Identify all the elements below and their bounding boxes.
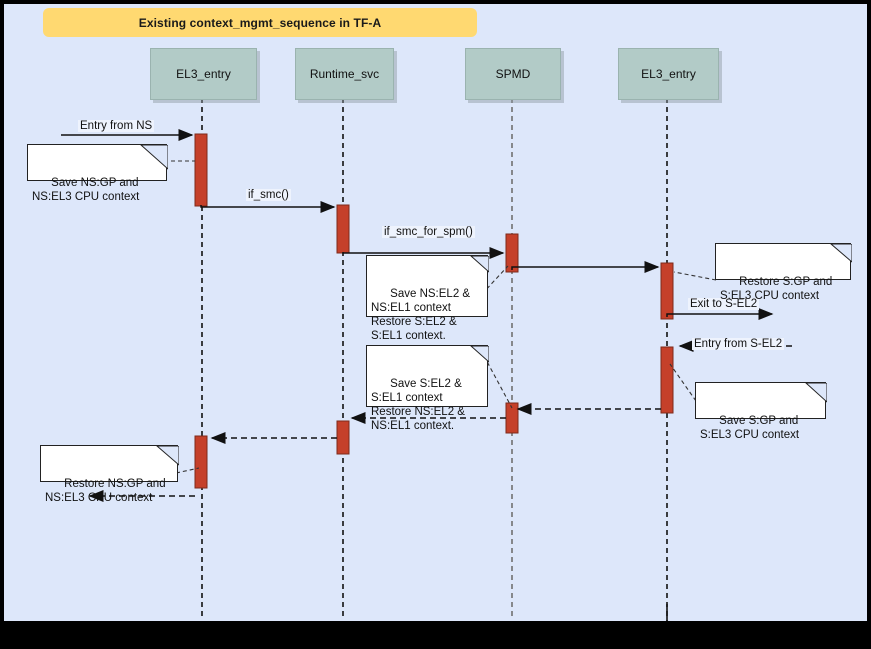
- solid-message-arrows: [61, 129, 774, 320]
- activation-el3-entry-1-a: [194, 133, 208, 207]
- note-connector-5: [669, 363, 697, 402]
- message-label-if-smc-for-spm: if_smc_for_spm(): [382, 226, 475, 238]
- note-text-1: Save NS:GP and NS:EL3 CPU context: [32, 177, 140, 203]
- note-save-s-el2-restore-ns-el2: Save S:EL2 & S:EL1 context Restore NS:EL…: [366, 345, 489, 432]
- lifeline-label-el3-entry-1: EL3_entry: [176, 67, 231, 81]
- activation-runtime-svc-a: [336, 204, 350, 254]
- note-connector-4: [483, 355, 513, 409]
- note-connector-6: [175, 467, 200, 474]
- lifeline-label-runtime-svc: Runtime_svc: [309, 67, 380, 81]
- note-connector-lines: [164, 160, 717, 474]
- note-text-6: Restore NS:GP and NS:EL3 CPU context: [45, 478, 166, 504]
- message-label-if-smc: if_smc(): [246, 189, 291, 201]
- activation-el3-entry-1-b: [194, 435, 208, 489]
- message-spmd-to-el3-entry-2: [511, 261, 660, 273]
- activation-spmd-a: [505, 233, 519, 273]
- lifeline-header-el3-entry-2[interactable]: EL3_entry: [618, 48, 719, 100]
- note-restore-ns-gp-el3: Restore NS:GP and NS:EL3 CPU context: [40, 445, 179, 504]
- note-connector-3: [673, 271, 717, 281]
- diagram-title-banner: Existing context_mgmt_sequence in TF-A: [43, 8, 477, 37]
- lifeline-header-spmd[interactable]: SPMD: [465, 48, 561, 100]
- note-save-ns-el2-restore-s-el2: Save NS:EL2 & NS:EL1 context Restore S:E…: [366, 255, 489, 342]
- note-text-2: Save NS:EL2 & NS:EL1 context Restore S:E…: [371, 288, 471, 342]
- note-save-ns-gp-el3: Save NS:GP and NS:EL3 CPU context: [27, 144, 168, 203]
- message-label-entry-from-s-el2: Entry from S-EL2: [692, 338, 785, 350]
- message-if-smc-for-spm: [342, 247, 505, 259]
- note-text-3: Restore S:GP and S:EL3 CPU context: [720, 276, 833, 302]
- note-text-4: Save S:EL2 & S:EL1 context Restore NS:EL…: [371, 378, 465, 432]
- diagram-vector-layer: [61, 98, 792, 621]
- lifeline-header-el3-entry-1[interactable]: EL3_entry: [150, 48, 257, 100]
- note-save-s-gp-el3: Save S:GP and S:EL3 CPU context: [695, 382, 827, 441]
- activation-runtime-svc-b: [336, 420, 350, 455]
- message-label-exit-to-s-el2: Exit to S-EL2: [688, 298, 760, 310]
- diagram-title: Existing context_mgmt_sequence in TF-A: [138, 15, 382, 30]
- message-exit-to-s-el2: [666, 308, 774, 320]
- note-text-5: Save S:GP and S:EL3 CPU context: [700, 415, 800, 441]
- lifeline-label-spmd: SPMD: [495, 67, 531, 81]
- message-label-entry-from-ns: Entry from NS: [78, 120, 155, 132]
- lifeline-header-runtime-svc[interactable]: Runtime_svc: [295, 48, 394, 100]
- lifeline-label-el3-entry-2: EL3_entry: [641, 67, 696, 81]
- message-if-smc: [200, 201, 336, 213]
- note-connector-2: [481, 265, 509, 295]
- note-restore-s-gp-el3: Restore S:GP and S:EL3 CPU context: [715, 243, 852, 302]
- activation-el3-entry-2-b: [660, 346, 674, 414]
- activation-el3-entry-2-a: [660, 262, 674, 320]
- sequence-diagram-surface: Existing context_mgmt_sequence in TF-A E…: [4, 4, 867, 621]
